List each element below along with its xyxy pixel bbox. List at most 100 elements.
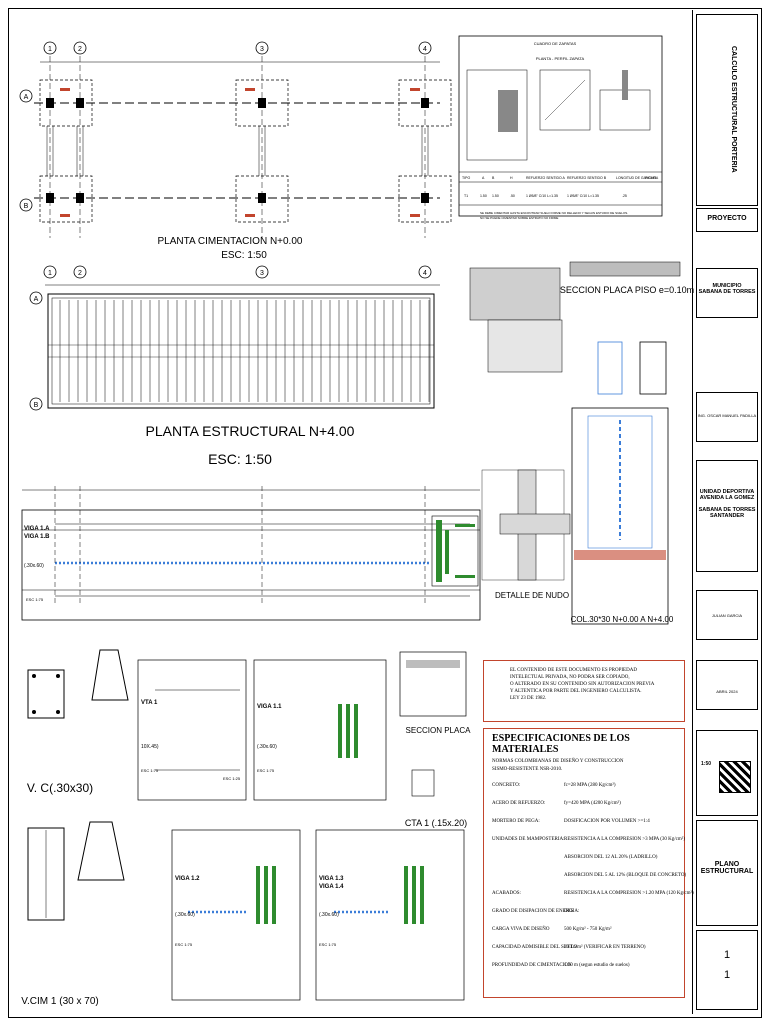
svg-text:VIGA 1.1: VIGA 1.1 (257, 704, 282, 710)
structural-plan-title: PLANTA ESTRUCTURAL N+4.00 (146, 423, 355, 439)
municipio-box: MUNICIPIO SABANA DE TORRES (696, 268, 758, 318)
svg-text:B: B (492, 176, 495, 180)
axis-label: 3 (260, 46, 264, 53)
spec-title: ESPECIFICACIONES DE LOS MATERIALES (492, 733, 630, 755)
spec-value: 20 Tn/m² (VERIFICAR EN TERRENO) (564, 945, 646, 950)
vcim-title: V.CIM 1 (30 x 70) (21, 996, 98, 1007)
axis-label: 2 (78, 270, 82, 277)
spec-value: ABSORCION DEL 5 AL 12% (BLOQUE DE CONCRE… (564, 873, 687, 878)
svg-text:1 Ø5/8" C/10 L=1.35: 1 Ø5/8" C/10 L=1.35 (567, 194, 599, 198)
svg-text:1.50: 1.50 (492, 194, 499, 198)
vc-title: V. C(.30x30) (27, 781, 93, 795)
svg-text:(.30x.60): (.30x.60) (319, 912, 339, 918)
axis-label: 1 (48, 46, 52, 53)
svg-text:(.30x.60): (.30x.60) (257, 744, 277, 750)
structural-drawing: 1 2 3 4 A B (19, 35, 694, 1007)
north-arrow-icon (719, 761, 751, 793)
svg-text:REFUERZO SENTIDO B: REFUERZO SENTIDO B (567, 176, 607, 180)
plan-type-box: PLANO ESTRUCTURAL (696, 820, 758, 926)
sheet-box: 1 1 (696, 930, 758, 1010)
svg-text:REFUERZO SENTIDO A: REFUERZO SENTIDO A (526, 176, 566, 180)
svg-text:ESC 1:75: ESC 1:75 (257, 768, 275, 773)
svg-text:.50: .50 (510, 194, 515, 198)
calc-title-box: CALCULO ESTRUCTURAL PORTERIA (696, 14, 758, 206)
structural-plan: 1 2 3 4 A B PLANTA ESTRUCTURAL N+4.00 ES… (29, 265, 440, 467)
section-placa-title: SECCION PLACA (406, 726, 472, 735)
spec-label: CAPACIDAD ADMISIBLE DEL SUELO (492, 945, 578, 950)
beam-label: VIGA 1.B (24, 534, 50, 540)
beam-elevation-13: VIGA 1.3 VIGA 1.4 (.30x.60) ESC 1:75 (315, 829, 465, 1001)
structural-plan-scale: ESC: 1:50 (208, 451, 272, 467)
location-box: UNIDAD DEPORTIVA AVENIDA LA GOMEZ SABANA… (696, 460, 758, 572)
spec-label: MORTERO DE PEGA: (492, 819, 540, 824)
date-box: ABRIL 2024 (696, 660, 758, 710)
section-placa: SECCION PLACA CTA 1 (.15x.20) (399, 651, 472, 828)
svg-text:.25: .25 (622, 194, 627, 198)
spec-label: UNIDADES DE MAMPOSTERIA: (492, 837, 565, 842)
beam-label: VIGA 1.A (24, 526, 50, 532)
svg-text:PLANTA - PERFIL ZAPATA: PLANTA - PERFIL ZAPATA (536, 56, 585, 61)
beam-elevation-1a: VIGA 1.A VIGA 1.B (.30x.60) ESC 1:75 (21, 486, 481, 621)
axis-label: B (34, 402, 39, 409)
svg-text:CUADRO DE ZAPATAS: CUADRO DE ZAPATAS (534, 41, 577, 46)
slab-section: SECCION PLACA PISO e=0.10m (469, 261, 694, 395)
svg-text:1.50: 1.50 (480, 194, 487, 198)
svg-text:H: H (510, 176, 513, 180)
svg-text:NO SE PUEDE CIMENTAR SOBRE EST: NO SE PUEDE CIMENTAR SOBRE ESTRATO NO FI… (480, 216, 558, 220)
svg-text:VIGA 1.2: VIGA 1.2 (175, 876, 200, 882)
esc-label: ESC 1:75 (26, 597, 44, 602)
node-detail: DETALLE DE NUDO (481, 469, 571, 600)
vcim-section: V.CIM 1 (30 x 70) (21, 821, 125, 1007)
slab-section-title: SECCION PLACA PISO e=0.10m (560, 285, 694, 295)
beam-elevation-11: VIGA 1.1 (.30x.60) ESC 1:75 (253, 659, 387, 801)
svg-text:ESC 1:25: ESC 1:25 (223, 776, 241, 781)
spec-value: 1.50 m (segun estudio de suelos) (564, 963, 630, 968)
spec-value: RESISTENCIA A LA COMPRESION >1.20 MPA (1… (564, 891, 694, 896)
axis-label: B (24, 203, 29, 210)
vc-section: V. C(.30x30) (27, 649, 129, 795)
title-block-column (692, 10, 759, 1014)
svg-text:A: A (482, 176, 485, 180)
svg-text:(.30x.60): (.30x.60) (175, 912, 195, 918)
engineer-box: ING. OSCAR MANUEL PADILLA (696, 392, 758, 442)
axis-label: 1 (48, 270, 52, 277)
scale-box: 1:50 (696, 730, 758, 816)
beam-size: (.30x.60) (24, 563, 44, 569)
cta-title: CTA 1 (.15x.20) (405, 818, 467, 828)
column-elevation: COL.30*30 N+0.00 A N+4.00 (571, 407, 674, 625)
drawing-frame (8, 8, 762, 1018)
column-title: COL.30*30 N+0.00 A N+4.00 (571, 615, 674, 624)
spec-value: 500 Kg/m² - 750 Kg/m² (564, 927, 612, 932)
svg-text:T1: T1 (464, 194, 468, 198)
foundation-plan-scale: ESC: 1:50 (221, 250, 267, 261)
foundation-plan-title: PLANTA CIMENTACION N+0.00 (158, 236, 303, 247)
footing-table-row: T1 1.50 1.50 .50 1 Ø5/8" C/10 L=1.35 1 Ø… (464, 194, 627, 198)
svg-text:VIGA 1.3: VIGA 1.3 (319, 876, 344, 882)
copyright-notice: EL CONTENIDO DE ESTE DOCUMENTO ES PROPIE… (483, 660, 685, 722)
spec-label: ACABADOS: (492, 891, 521, 896)
beam-elevation-12: VIGA 1.2 (.30x.60) ESC 1:75 (171, 829, 301, 1001)
project-box: PROYECTO (696, 208, 758, 232)
svg-text:FIGURA: FIGURA (645, 176, 659, 180)
spec-value: fc=28 MPA (280 Kg/cm²) (564, 783, 616, 788)
node-detail-title: DETALLE DE NUDO (495, 591, 569, 600)
beam-elevation-vta: VTA 1 10X.45) ESC 1:75 ESC 1:25 (137, 659, 247, 801)
footing-table-header: TIPO A B H REFUERZO SENTIDO A REFUERZO S… (462, 176, 659, 180)
drawer-box: JULIAN GARCIA (696, 590, 758, 640)
axis-label: 4 (423, 46, 427, 53)
spec-label: CONCRETO: (492, 783, 521, 788)
spec-value: ABSORCION DEL 12 AL 20% (LADRILLO) (564, 855, 658, 860)
svg-text:VIGA 1.4: VIGA 1.4 (319, 884, 344, 890)
axis-label: 4 (423, 270, 427, 277)
spec-label: ACERO DE REFUERZO: (492, 801, 546, 806)
svg-text:SE DEBE CIMENTAR HASTA ENCONTR: SE DEBE CIMENTAR HASTA ENCONTRAR SUELO F… (480, 211, 628, 215)
spec-value: RESISTENCIA A LA COMPRESION >3 MPA (30 K… (564, 837, 685, 842)
svg-text:ESC 1:75: ESC 1:75 (175, 942, 193, 947)
spec-value: DOSIFICACION POR VOLUMEN >=1:4 (564, 819, 650, 824)
foundation-plan: 1 2 3 4 A B (19, 41, 452, 261)
spec-label: PROFUNDIDAD DE CIMENTACION (492, 963, 572, 968)
svg-text:VTA 1: VTA 1 (141, 700, 158, 706)
axis-label: 2 (78, 46, 82, 53)
materials-spec: ESPECIFICACIONES DE LOS MATERIALES NORMA… (483, 728, 694, 998)
spec-value: DES (564, 909, 574, 914)
